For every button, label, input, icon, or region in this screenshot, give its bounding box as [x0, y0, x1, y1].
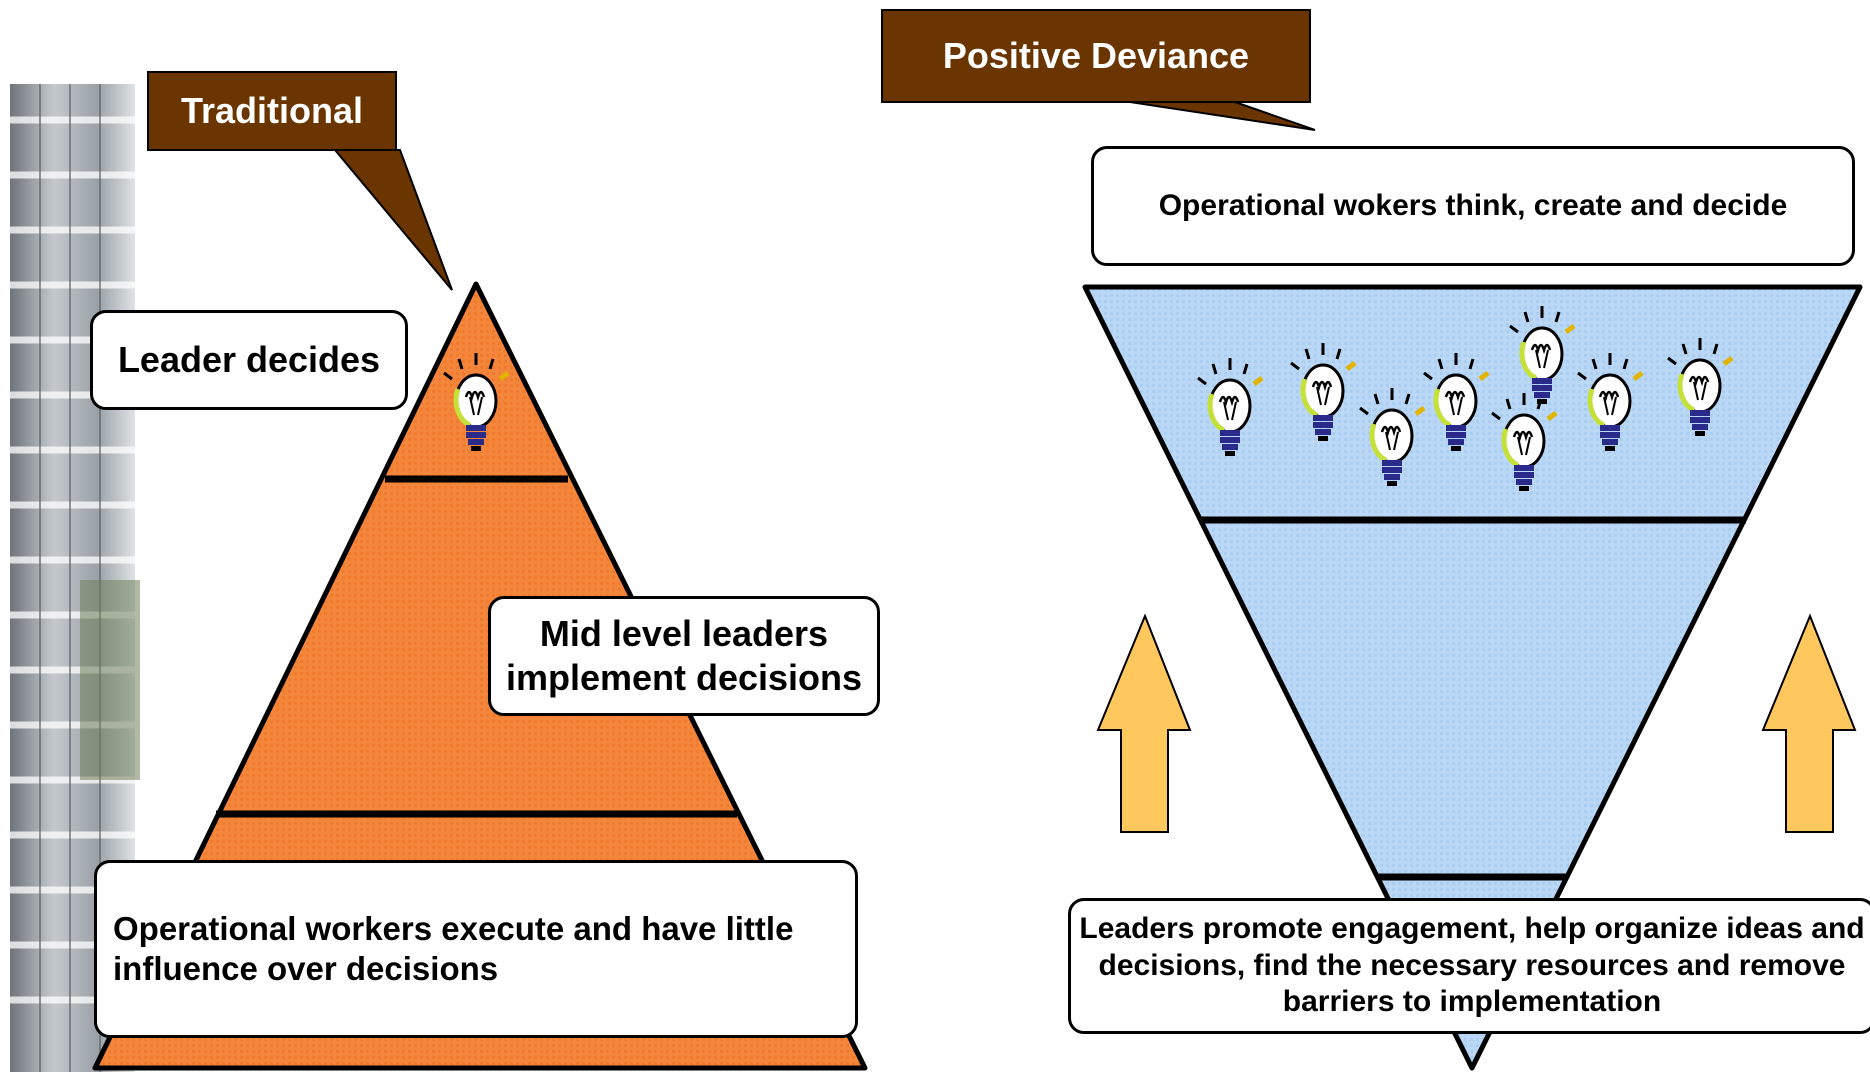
leaders-promote-engagement-label: Leaders promote engagement, help organiz…: [1068, 898, 1870, 1034]
positive-deviance-callout: [881, 9, 1316, 131]
traditional-callout: [147, 71, 453, 291]
operational-workers-label: Operational workers execute and have lit…: [94, 860, 858, 1038]
up-arrow-right: [1761, 613, 1857, 833]
mid-level-leaders-label: Mid level leaders implement decisions: [488, 596, 880, 716]
operational-workers-think-label: Operational wokers think, create and dec…: [1091, 146, 1855, 266]
positive-deviance-callout-label: Positive Deviance: [942, 35, 1250, 76]
leader-decides-label: Leader decides: [90, 310, 408, 410]
positive-deviance-funnel: [1082, 284, 1863, 1071]
up-arrow-left: [1096, 613, 1192, 833]
traditional-callout-label: Traditional: [180, 90, 364, 131]
